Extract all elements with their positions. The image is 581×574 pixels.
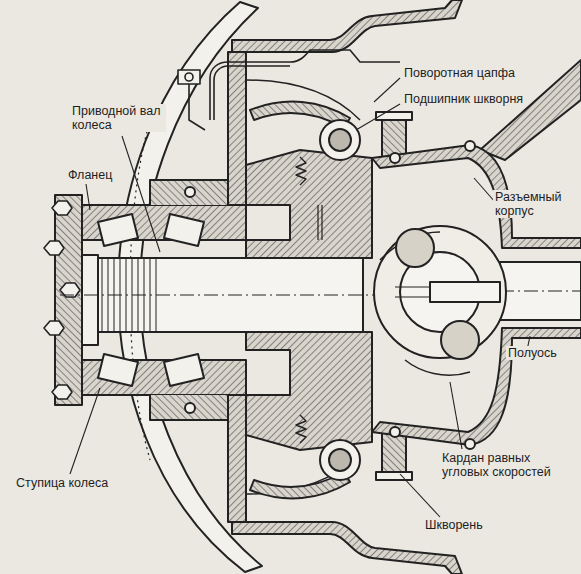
part-label: Ступица колеса [14,476,110,490]
part-label: Фланец [66,168,114,182]
split-housing [372,141,581,449]
cv-joint [374,226,506,375]
kingpin-bearing [320,120,360,480]
steering-knuckle [246,150,372,450]
drive-shaft [60,258,380,332]
part-label: Подшипник шкворня [402,92,525,106]
part-label: Полуось [506,346,559,360]
part-label: Разъемный корпус [493,190,577,218]
flange [44,195,98,405]
brake-shoe [250,102,350,499]
part-label: Поворотная цапфа [402,66,517,80]
half-axle [500,262,581,320]
part-label: Шкворень [423,518,485,532]
part-label: Кардан равных угловых скоростей [440,451,572,479]
part-label: Приводной вал колеса [70,104,166,132]
brake-pipe [178,50,400,130]
